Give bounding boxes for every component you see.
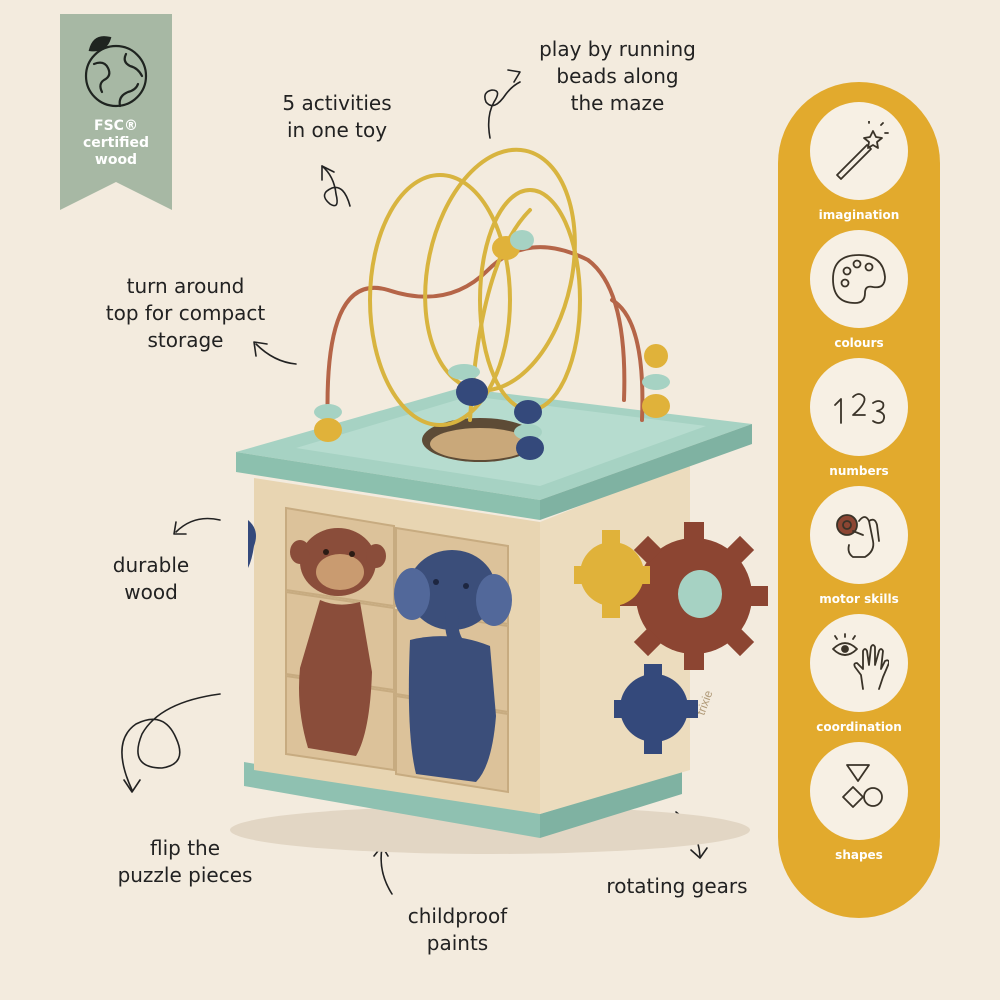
numbers-icon (834, 393, 886, 424)
arrow-wood (173, 517, 221, 535)
fsc-line-1: FSC® (94, 118, 138, 134)
arrow-storage (253, 341, 297, 365)
monkey-illustration (290, 528, 386, 756)
fsc-badge-text: FSC® certified wood (60, 118, 172, 169)
label-wood: durable wood (96, 552, 206, 606)
label-puzzle-line-2: puzzle pieces (117, 863, 253, 887)
label-gears: rotating gears (596, 873, 758, 900)
feature-label: colours (834, 336, 884, 350)
feature-circle (810, 742, 908, 840)
fsc-line-3: wood (94, 152, 138, 168)
label-activities: 5 activities in one toy (272, 90, 402, 144)
feature-label: motor skills (819, 592, 899, 606)
feature-circle (810, 358, 908, 456)
label-paints-line-1: childproof (407, 904, 508, 928)
label-maze-line-2: beads along (556, 64, 679, 88)
magic-wand-icon (836, 121, 889, 180)
arrow-maze (484, 69, 521, 139)
feature-label: imagination (818, 208, 900, 222)
gear-knob (678, 570, 722, 618)
arrow-activities (321, 165, 351, 207)
eye-hand-icon (832, 633, 889, 690)
label-activities-line-2: in one toy (286, 118, 388, 142)
label-gears-line-1: rotating gears (606, 874, 748, 898)
paint-palette-icon (832, 254, 886, 304)
fsc-line-2: certified (82, 135, 150, 151)
label-maze-line-3: the maze (570, 91, 665, 115)
feature-circle (810, 230, 908, 328)
globe-leaf-icon (84, 36, 148, 108)
gear-mustard (574, 530, 650, 618)
label-maze-line-1: play by running (539, 37, 696, 61)
label-wood-line-1: durable (112, 553, 190, 577)
feature-label: coordination (816, 720, 902, 734)
fsc-badge (60, 14, 172, 210)
label-activities-line-1: 5 activities (282, 91, 392, 115)
label-puzzle: flip the puzzle pieces (100, 835, 270, 889)
gear-navy (614, 664, 698, 754)
feature-circle (810, 614, 908, 712)
label-paints-line-2: paints (426, 931, 489, 955)
arrow-puzzle (121, 693, 221, 793)
feature-label: numbers (829, 464, 889, 478)
feature-circle (810, 102, 908, 200)
label-storage-line-1: turn around (126, 274, 245, 298)
feature-circle (810, 486, 908, 584)
rotating-gears (574, 522, 768, 754)
label-puzzle-line-1: flip the (149, 836, 221, 860)
features-panel: imagination colours (778, 82, 940, 918)
feature-label: shapes (835, 848, 883, 862)
label-paints: childproof paints (385, 903, 530, 957)
label-storage-line-3: storage (147, 328, 224, 352)
shapes-icon (842, 764, 883, 808)
hand-grasp-icon (836, 514, 880, 558)
elephant-illustration (394, 550, 512, 782)
label-storage-line-2: top for compact (105, 301, 266, 325)
label-storage: turn around top for compact storage (88, 273, 283, 354)
beads (314, 230, 670, 460)
label-wood-line-2: wood (124, 580, 178, 604)
label-maze: play by running beads along the maze (525, 36, 710, 117)
